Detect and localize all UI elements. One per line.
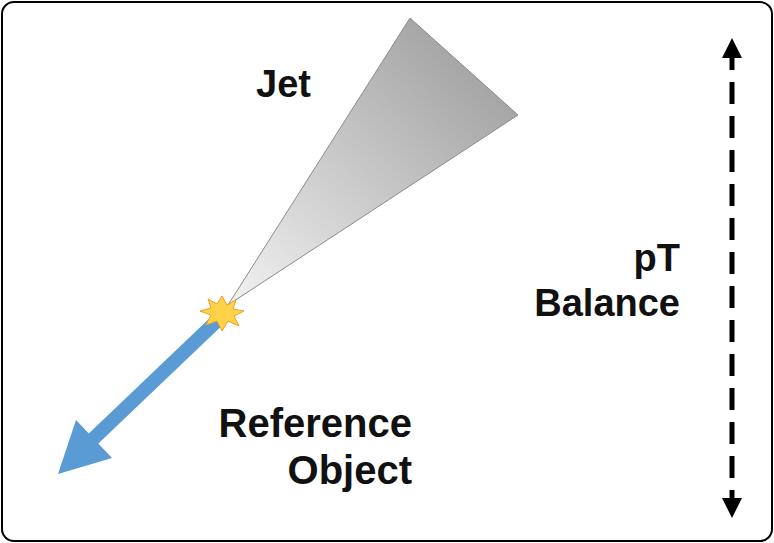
reference-label: Reference Object (162, 400, 412, 494)
balance-arrow (730, 48, 735, 508)
jet-label: Jet (256, 62, 416, 107)
interaction-star (200, 296, 244, 331)
reference-arrow (58, 316, 222, 474)
balance-label: pT Balance (510, 236, 680, 326)
jet-cone (228, 18, 518, 305)
